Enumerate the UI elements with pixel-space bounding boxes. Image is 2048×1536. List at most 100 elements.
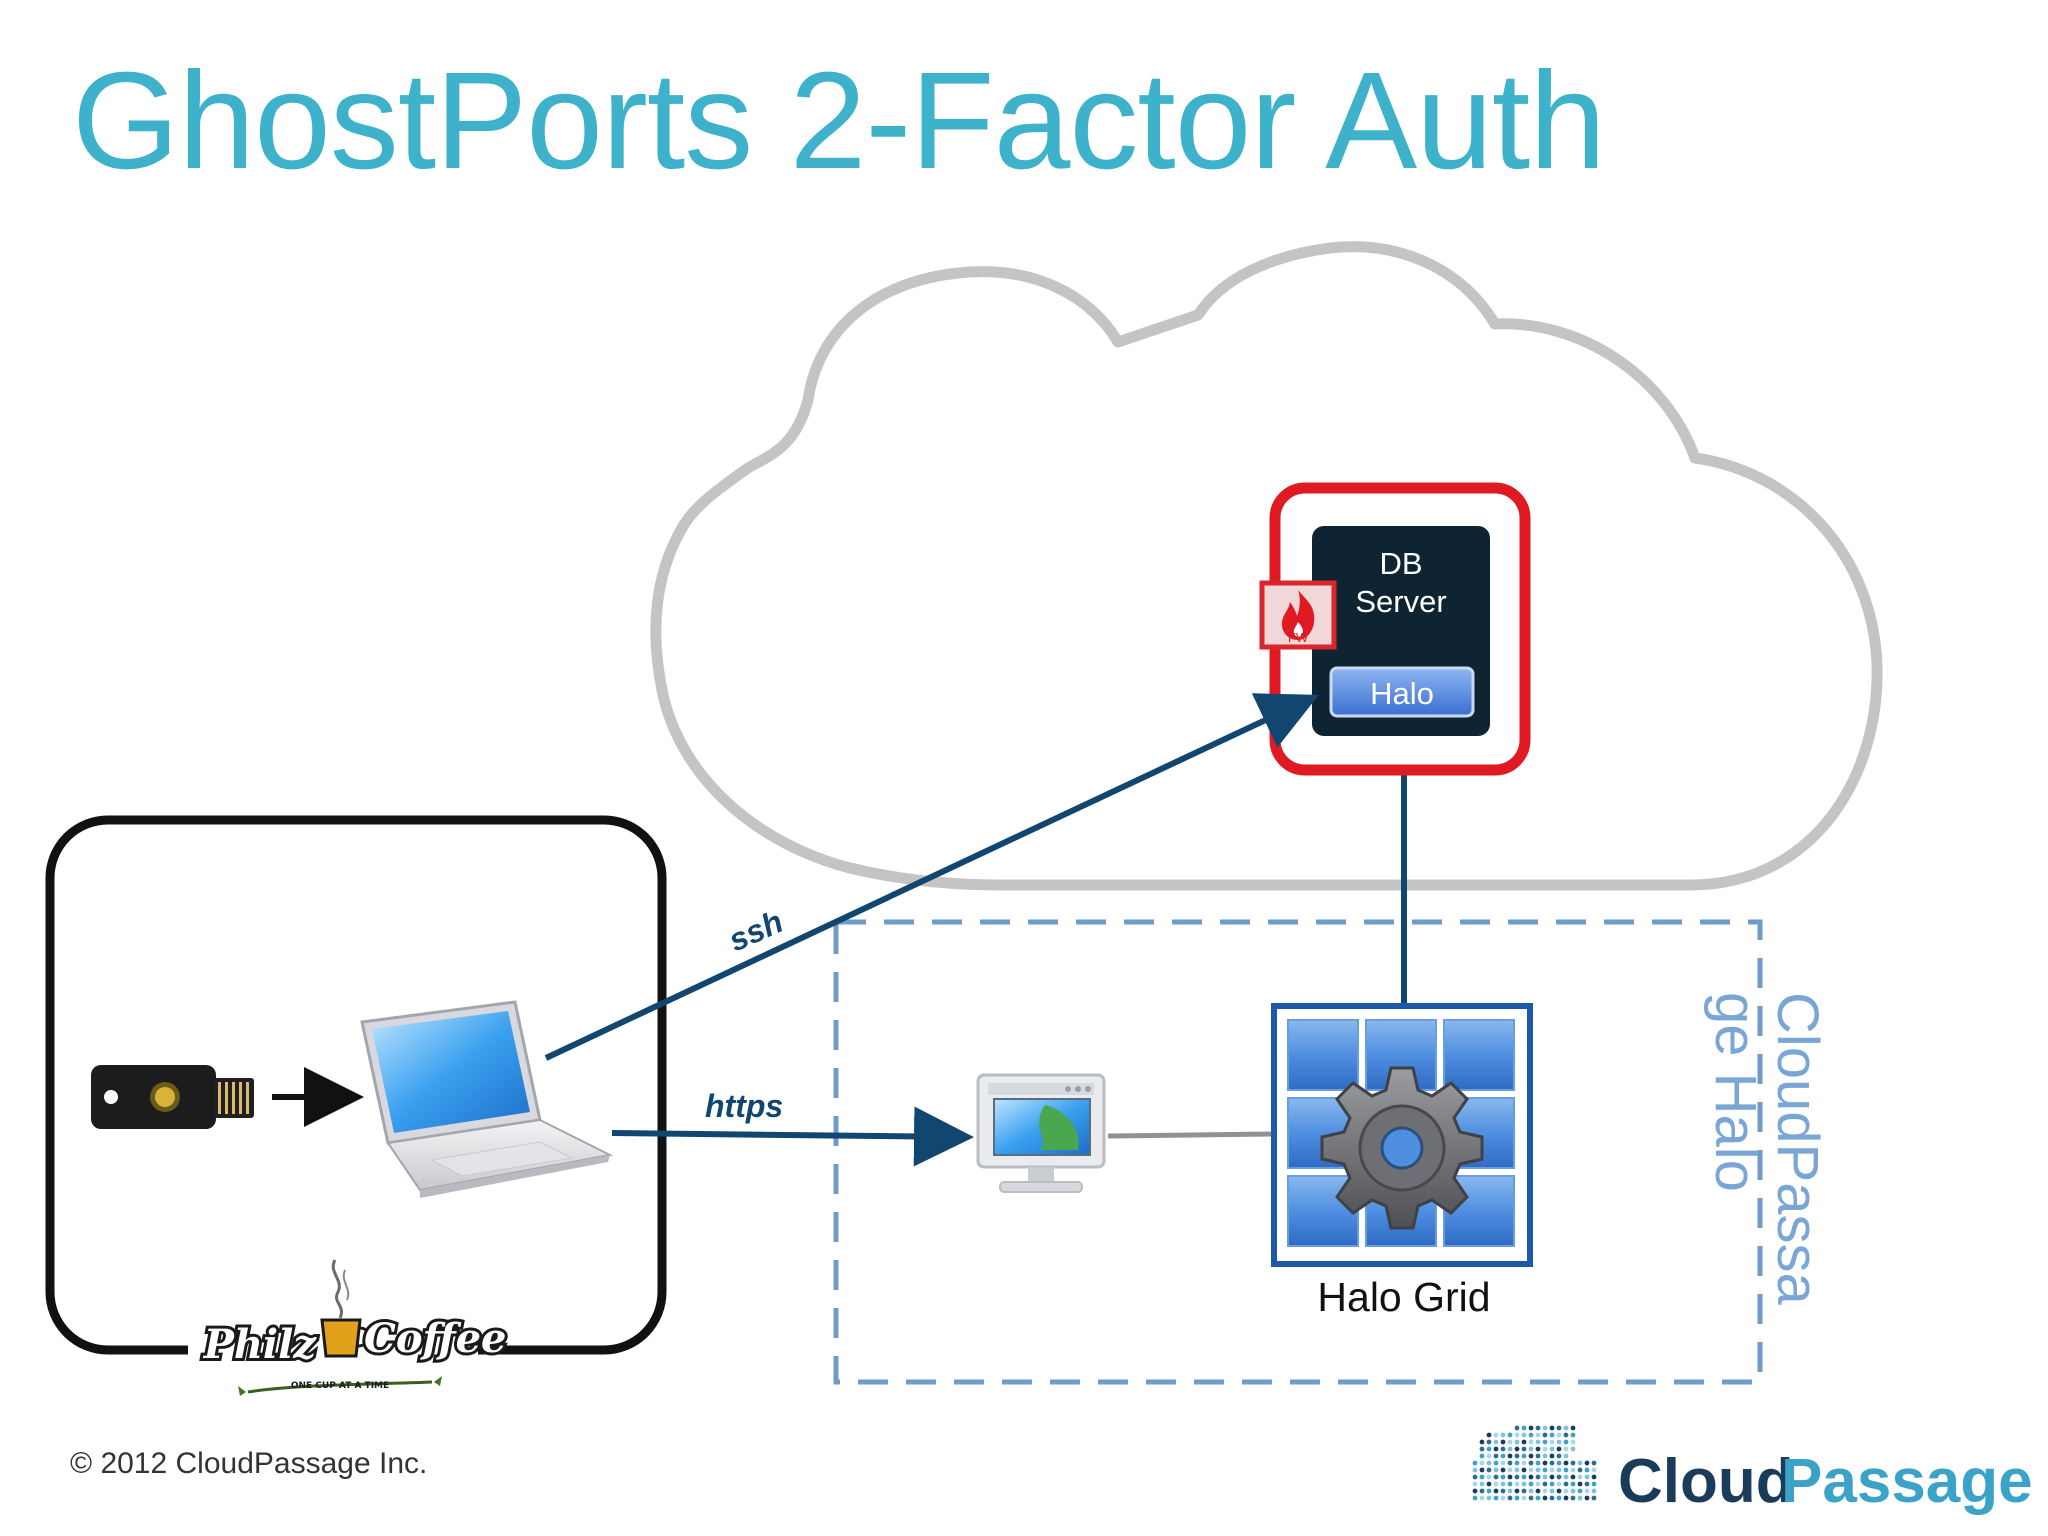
logo-dot [1486,1495,1492,1501]
logo-dot [1563,1432,1569,1438]
logo-dot [1563,1425,1569,1431]
logo-dot [1549,1439,1555,1445]
logo-dot [1472,1474,1478,1480]
logo-dot [1514,1495,1520,1501]
portal-to-grid-connector [1107,1131,1277,1139]
logo-dot [1570,1495,1576,1501]
laptop-icon [360,1000,614,1198]
logo-dot [1542,1446,1548,1452]
logo-dot [1563,1446,1569,1452]
logo-dot [1507,1432,1513,1438]
logo-dot [1556,1453,1562,1459]
logo-dot [1521,1495,1527,1501]
logo-dot [1507,1481,1513,1487]
logo-text-left: Cloud [1618,1447,1794,1516]
logo-dot [1514,1481,1520,1487]
logo-dot [1493,1460,1499,1466]
cafe-logo: Philz Coffee ONE CUP AT A TIME [200,1259,510,1396]
logo-dot [1570,1474,1576,1480]
logo-dot [1591,1495,1597,1501]
logo-dot [1521,1439,1527,1445]
logo-dot [1584,1481,1590,1487]
logo-dot [1493,1446,1499,1452]
logo-dot [1563,1481,1569,1487]
logo-dot [1514,1432,1520,1438]
logo-dot [1584,1460,1590,1466]
logo-dot [1500,1453,1506,1459]
logo-dot [1556,1432,1562,1438]
logo-dot [1570,1460,1576,1466]
logo-dot [1542,1439,1548,1445]
logo-dot [1570,1488,1576,1494]
logo-dot [1542,1453,1548,1459]
logo-dot [1584,1467,1590,1473]
logo-dot [1556,1474,1562,1480]
logo-dot [1521,1432,1527,1438]
logo-dot [1563,1474,1569,1480]
cloudpassage-zone [833,919,1763,1385]
logo-dot [1563,1460,1569,1466]
logo-dot [1570,1439,1576,1445]
logo-dot [1486,1474,1492,1480]
logo-dot [1514,1460,1520,1466]
logo-dot [1577,1474,1583,1480]
logo-dot [1514,1453,1520,1459]
logo-dot [1479,1488,1485,1494]
logo-dot [1514,1439,1520,1445]
logo-dot [1591,1467,1597,1473]
logo-dot [1528,1453,1534,1459]
logo-dot [1549,1446,1555,1452]
logo-dot [1542,1474,1548,1480]
logo-dot [1570,1425,1576,1431]
logo-dot [1507,1439,1513,1445]
cloudpassage-logo: Cloud Passage [1472,1425,2033,1516]
logo-dot [1563,1467,1569,1473]
logo-dot [1500,1439,1506,1445]
https-arrow[interactable] [611,1106,974,1167]
logo-dot [1472,1460,1478,1466]
logo-dot [1584,1495,1590,1501]
logo-dot [1479,1474,1485,1480]
logo-dot [1542,1432,1548,1438]
cafe-logo-tagline: ONE CUP AT A TIME [291,1381,389,1391]
logo-dot [1507,1488,1513,1494]
logo-dot [1507,1460,1513,1466]
logo-dot [1563,1495,1569,1501]
logo-dot [1500,1446,1506,1452]
zone-label: CloudPassa ge Halo [1703,992,1830,1305]
logo-dot [1486,1453,1492,1459]
logo-dot [1493,1474,1499,1480]
logo-dot [1584,1488,1590,1494]
logo-dot [1507,1474,1513,1480]
logo-dot [1556,1495,1562,1501]
grid-tile [1443,1019,1515,1091]
cafe-logo-right: Coffee [364,1315,507,1362]
logo-dot [1493,1432,1499,1438]
logo-dot [1500,1460,1506,1466]
logo-dot [1493,1439,1499,1445]
logo-dot [1549,1488,1555,1494]
halo-grid-label: Halo Grid [1317,1274,1490,1320]
ssh-arrow[interactable] [544,693,1319,1061]
logo-dot [1514,1488,1520,1494]
logo-dot [1556,1481,1562,1487]
logo-dot [1528,1474,1534,1480]
logo-dot [1577,1467,1583,1473]
logo-dot [1493,1467,1499,1473]
halo-agent-badge[interactable] [1329,666,1475,718]
zone-label-line2: ge Halo [1703,992,1768,1192]
logo-dot [1535,1467,1541,1473]
logo-dot [1556,1467,1562,1473]
logo-dot [1542,1460,1548,1466]
logo-dot [1521,1446,1527,1452]
logo-dot [1486,1488,1492,1494]
logo-dot [1500,1495,1506,1501]
firewall-badge: FW [1259,580,1337,650]
logo-dot [1528,1432,1534,1438]
logo-dot [1535,1495,1541,1501]
logo-dot [1514,1446,1520,1452]
logo-dot [1528,1481,1534,1487]
logo-dot [1542,1481,1548,1487]
logo-dot [1472,1488,1478,1494]
